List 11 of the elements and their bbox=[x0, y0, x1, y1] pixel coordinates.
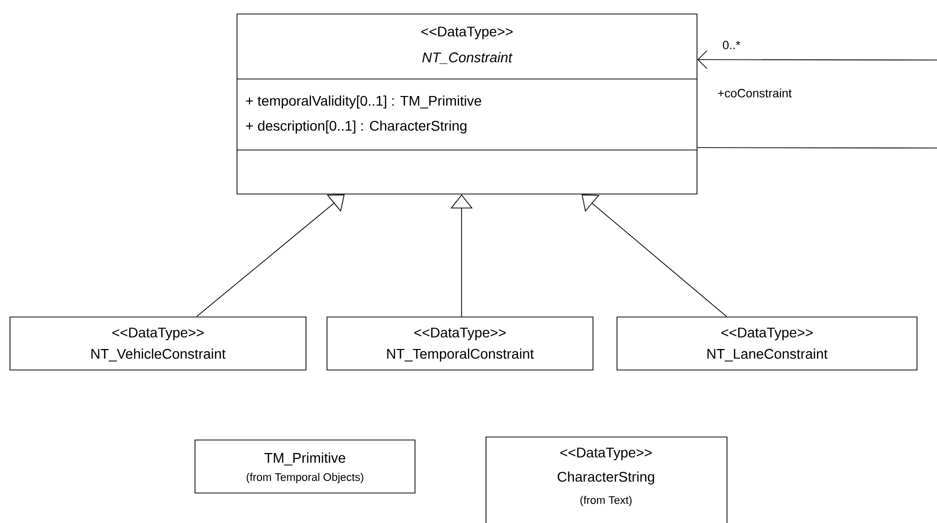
class-box: <<DataType>> NT_TemporalConstraint bbox=[326, 316, 594, 370]
multiplicity-label: 0..* bbox=[722, 40, 740, 50]
generalization-arrow bbox=[582, 194, 727, 317]
class-box: <<DataType>> NT_VehicleConstraint bbox=[10, 316, 306, 370]
association-line bbox=[697, 147, 937, 148]
association-arrow bbox=[697, 50, 937, 70]
role-label: +coConstraint bbox=[718, 88, 792, 98]
class-box: <<DataType>> NT_Constraint + temporalValidity[0..1] : TM_Primitive + description[0..1] : CharacterString bbox=[236, 14, 698, 194]
class-box: TM_Primitive (from Temporal Objects) bbox=[194, 440, 416, 494]
class-box: <<DataType>> CharacterString (from Text) bbox=[486, 436, 728, 523]
class-box: <<DataType>> NT_LaneConstraint bbox=[616, 316, 918, 370]
